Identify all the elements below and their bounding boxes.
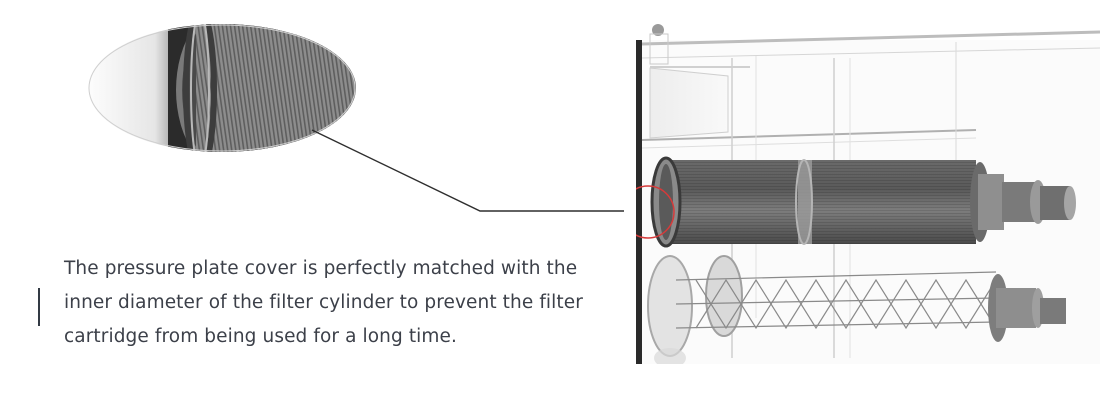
caption-block: The pressure plate cover is perfectly ma… xyxy=(38,252,618,354)
caption-text: The pressure plate cover is perfectly ma… xyxy=(64,258,583,347)
filter-edge-zoom-lens xyxy=(88,24,356,152)
caption-accent-bar xyxy=(38,288,40,326)
dust-collector-illustration xyxy=(636,24,1100,364)
